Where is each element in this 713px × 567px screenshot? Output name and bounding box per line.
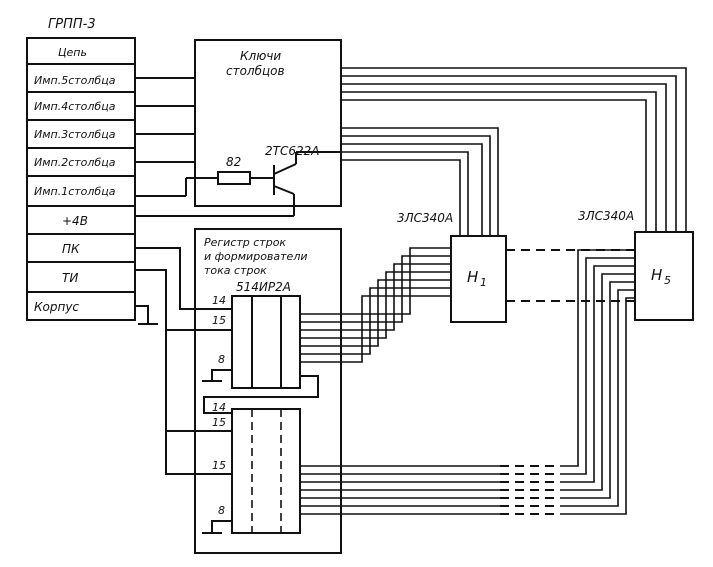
pin-label: 15 [212, 416, 226, 429]
pin-label: 8 [218, 504, 225, 517]
pin-label: 15 [212, 314, 226, 327]
ground-upper [211, 369, 232, 381]
indicator-h1: 3ЛС340А Н 1 [397, 211, 507, 323]
pin-label: 14 [212, 401, 226, 414]
connector-to-keys-wires [135, 77, 294, 217]
indicator-h1-label: Н [467, 268, 478, 286]
row-register-block: Регистр строк и формирователи тока строк… [194, 228, 342, 554]
indicator-h1-subscript: 1 [480, 276, 487, 289]
row-register-title: тока строк [204, 264, 267, 277]
cascade-link [203, 375, 319, 414]
connector-row-label: Имп.1столбца [34, 185, 116, 198]
transistor-label: 2ТС622А [265, 144, 319, 158]
pin-label: 8 [218, 353, 225, 366]
connector-row-label: Имп.2столбца [34, 156, 116, 169]
connector-to-register-wires [135, 247, 232, 475]
connector-row-label: Имп.3столбца [34, 128, 116, 141]
register-to-h5-bundle [300, 249, 635, 515]
connector-title: ГРПП-3 [48, 17, 96, 32]
shift-register-chip-upper [231, 295, 301, 389]
register-to-h1-bundle [300, 247, 451, 363]
indicator-h5-body [634, 231, 694, 321]
column-keys-block: Ключи столбцов 2ТС622А 82 [185, 39, 342, 216]
connector-row-label: ТИ [62, 271, 78, 285]
connector-row-label: Имп.4столбца [34, 100, 116, 113]
row-register-title: Регистр строк [204, 236, 286, 249]
column-keys-title: Ключи [240, 49, 281, 63]
indicator-type-label: 3ЛС340А [397, 211, 453, 225]
pin-label: 14 [212, 294, 226, 307]
chip-label: 514ИР2А [236, 280, 291, 294]
connector-row-label: Имп.5столбца [34, 74, 116, 87]
keys-to-h5-bundle [341, 67, 687, 232]
pin-label: 15 [212, 459, 226, 472]
connector-body [26, 37, 136, 321]
indicator-h5: 3ЛС340А Н 5 [578, 209, 694, 321]
connector-row-label: Корпус [34, 300, 79, 314]
indicator-type-label: 3ЛС340А [578, 209, 634, 223]
resistor-label: 82 [226, 155, 241, 169]
row-register-title: и формирователи [204, 250, 308, 263]
indicator-h5-label: Н [651, 266, 662, 284]
connector-row-label: Цепь [58, 46, 87, 59]
column-keys-title: столбцов [226, 64, 285, 78]
resistor [217, 171, 251, 185]
keys-to-h1-bundle [341, 127, 499, 236]
connector-row-label: ПК [62, 242, 80, 256]
indicator-h5-subscript: 5 [664, 274, 671, 287]
indicator-h1-body [450, 235, 507, 323]
ground-lower [211, 520, 232, 533]
shift-register-chip-lower [231, 408, 301, 534]
connector-row-label: +4В [62, 214, 88, 228]
connector-grpp3: ГРПП-3 Цепь Имп.5столбца Имп.4столбца Им… [26, 17, 136, 321]
